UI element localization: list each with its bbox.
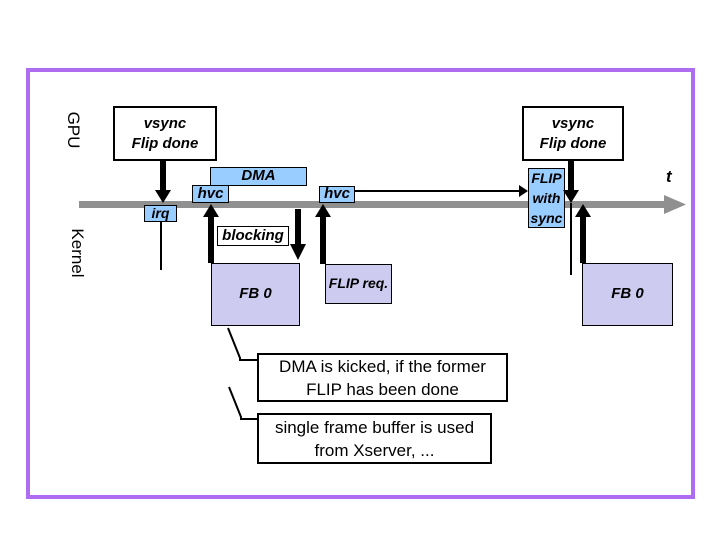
single-framebuffer-callout: single frame buffer is used from Xserver… xyxy=(257,413,492,464)
dma-box: DMA xyxy=(210,167,307,186)
fb0-box-right: FB 0 xyxy=(582,263,673,326)
vsync-flip-done-box-right: vsync Flip done xyxy=(522,106,624,161)
flip-req-box: FLIP req. xyxy=(325,264,392,304)
irq-box: irq xyxy=(144,205,177,222)
flip-with-sync-box: FLIP with sync xyxy=(528,168,565,228)
time-axis-label: t xyxy=(666,167,672,186)
hvc-box-2: hvc xyxy=(319,185,355,203)
vsync-flip-done-box-left: vsync Flip done xyxy=(113,106,217,161)
kernel-lane-label: Kernel xyxy=(68,228,87,278)
gpu-lane-label: GPU xyxy=(64,111,83,149)
fb0-box-left: FB 0 xyxy=(211,263,300,326)
dma-kicked-callout: DMA is kicked, if the former FLIP has be… xyxy=(257,353,508,402)
blocking-box: blocking xyxy=(217,226,289,246)
hvc-box-1: hvc xyxy=(192,185,229,203)
